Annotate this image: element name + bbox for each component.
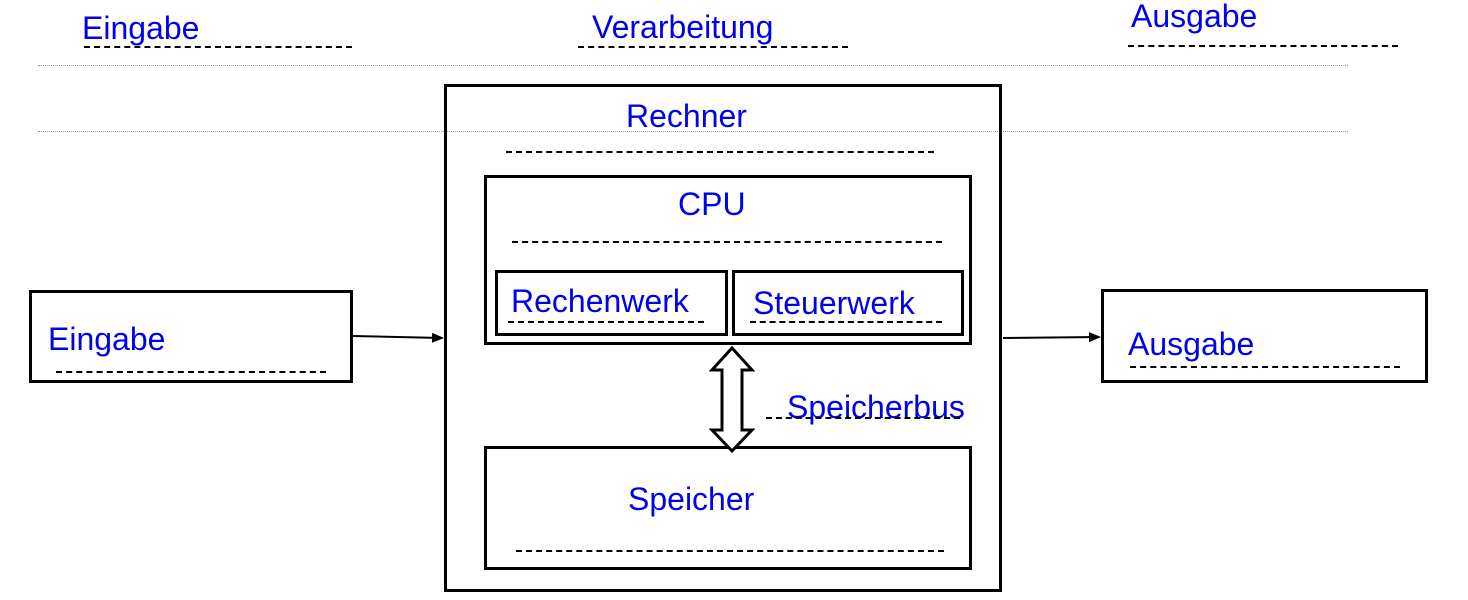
column-header-output: Ausgabe — [1131, 0, 1258, 34]
output-label-underline — [1130, 366, 1400, 368]
input-label-underline — [56, 371, 326, 373]
computer-label: Rechner — [626, 98, 747, 134]
output-label: Ausgabe — [1128, 326, 1255, 362]
column-header-processing-underline — [578, 46, 848, 48]
alu-box — [495, 270, 728, 336]
cpu-label: CPU — [678, 186, 746, 222]
cpu-label-underline — [512, 241, 942, 243]
column-header-input: Eingabe — [82, 10, 200, 46]
control-unit-box — [732, 270, 964, 336]
input-to-computer-arrow — [352, 332, 444, 343]
memory-bus-double-arrow — [708, 345, 756, 454]
computer-to-output-arrow — [1002, 332, 1101, 343]
computer-box — [444, 84, 1002, 592]
output-box — [1101, 289, 1428, 383]
alu-label: Rechenwerk — [511, 283, 689, 319]
control-unit-label-underline — [750, 321, 942, 323]
header-separator-top — [38, 65, 1348, 66]
control-unit-label: Steuerwerk — [753, 285, 915, 321]
input-label: Eingabe — [48, 321, 166, 357]
header-separator-bottom — [38, 131, 1348, 132]
memory-label: Speicher — [628, 481, 755, 517]
memory-bus-label-underline — [766, 417, 960, 419]
column-header-input-underline — [84, 46, 352, 48]
computer-label-underline — [506, 151, 934, 153]
alu-label-underline — [508, 321, 704, 323]
column-header-output-underline — [1128, 45, 1398, 47]
memory-label-underline — [516, 550, 944, 552]
cpu-box — [484, 175, 972, 345]
column-header-processing: Verarbeitung — [592, 9, 774, 45]
input-box — [29, 290, 353, 383]
